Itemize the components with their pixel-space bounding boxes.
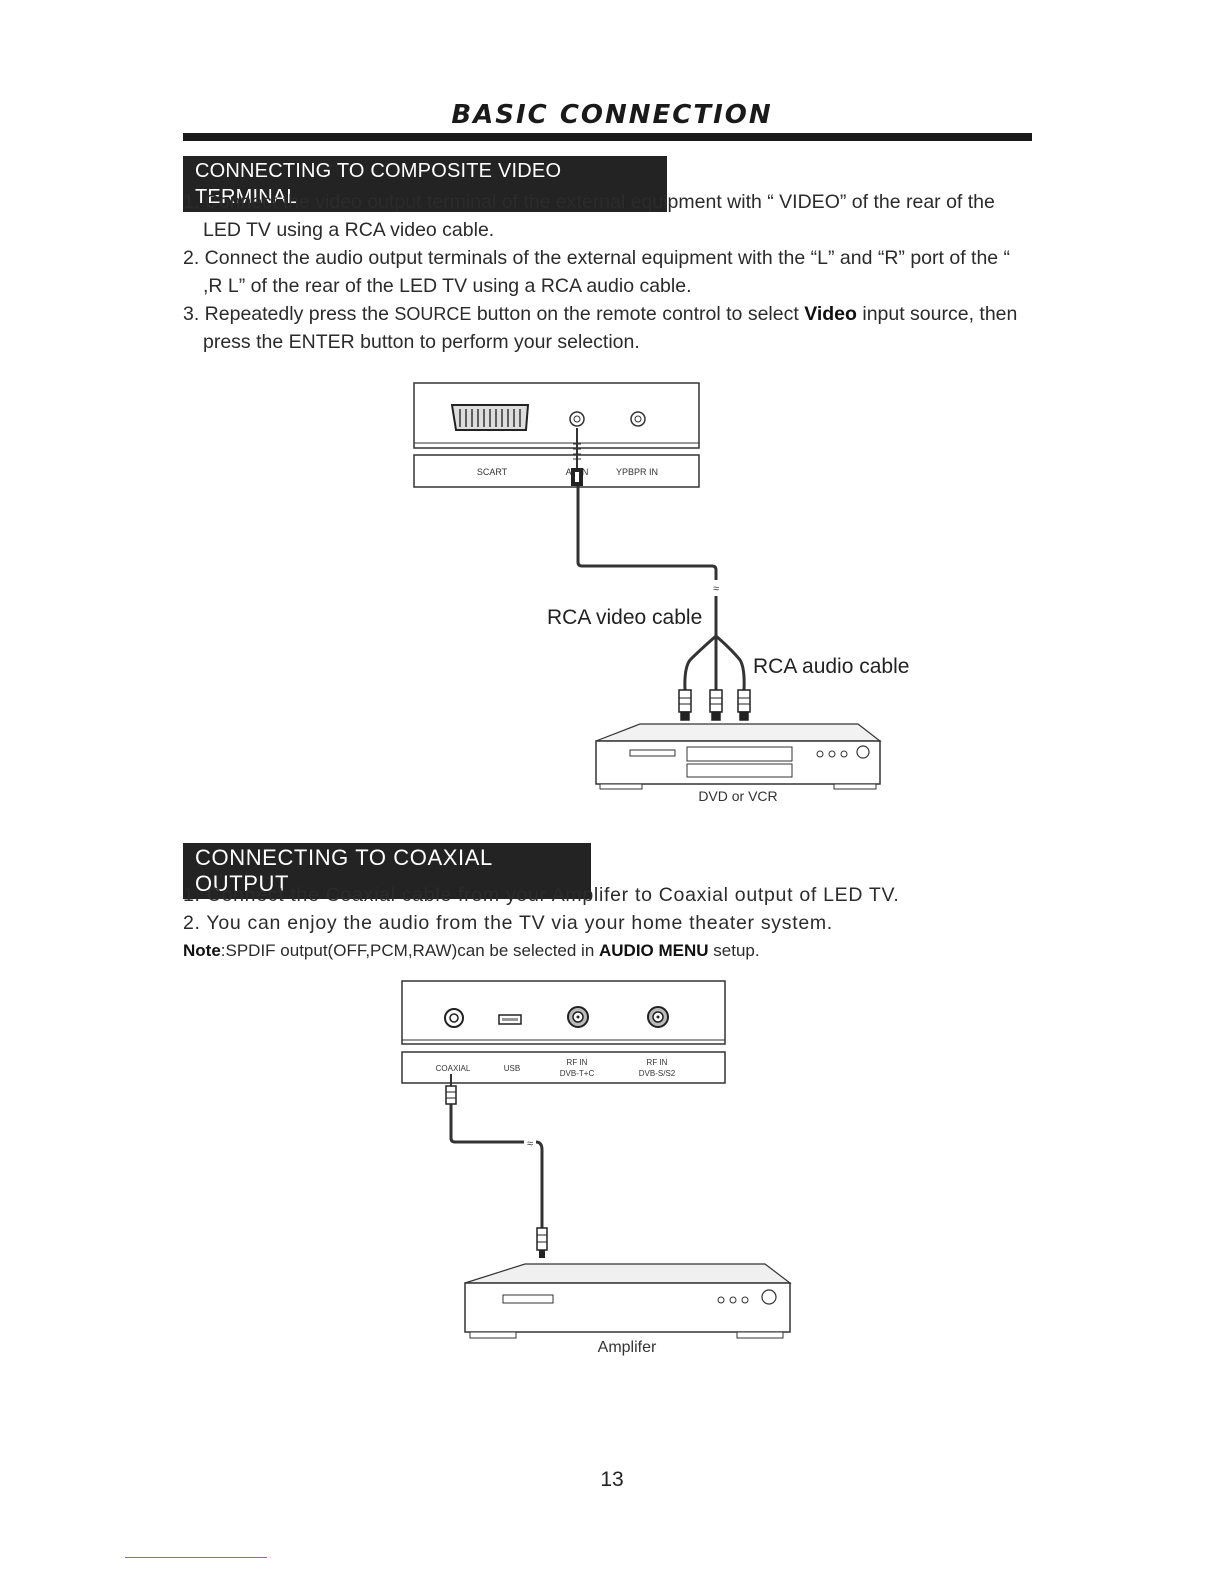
step-3-line-2: press the ENTER button to perform your s… bbox=[203, 331, 640, 353]
note-label: Note bbox=[183, 941, 221, 960]
tv-rear-panel-1: SCART AV IN YPBPR IN bbox=[413, 382, 700, 488]
coaxial-instructions: 1. Connect the Coaxial cable from your A… bbox=[183, 881, 1043, 965]
step-3-suffix: input source, then bbox=[856, 303, 1018, 325]
label-dvb-t-c: DVB-T+C bbox=[560, 1069, 595, 1078]
note-suffix: setup. bbox=[708, 941, 760, 960]
rca-triple-plugs-icon bbox=[678, 689, 751, 721]
step-1-line-1: 1. Connect the video output terminal of … bbox=[183, 191, 995, 213]
page-number: 13 bbox=[600, 1468, 624, 1491]
tv-rear-panel-2: COAXIAL USB RF IN DVB-T+C RF IN DVB-S/S2 bbox=[401, 980, 726, 1084]
cable-break-icon: ≈ bbox=[713, 583, 719, 595]
step-2-line-1: 2. Connect the audio output terminals of… bbox=[183, 247, 1011, 269]
label-dvb-s-s2: DVB-S/S2 bbox=[639, 1069, 676, 1078]
label-usb: USB bbox=[504, 1064, 520, 1073]
step-3-prefix: 3. Repeatedly press the bbox=[183, 303, 395, 325]
label-amplifer: Amplifer bbox=[598, 1339, 657, 1356]
cable-break-icon-2: ≈ bbox=[527, 1138, 533, 1150]
label-rca-video-cable: RCA video cable bbox=[547, 606, 702, 629]
rf-in-dvb-t-jack-icon bbox=[567, 1006, 589, 1028]
amplifier-icon bbox=[464, 1263, 792, 1339]
step-2-line-2: ,R L” of the rear of the LED TV using a … bbox=[203, 275, 692, 297]
label-rca-audio-cable: RCA audio cable bbox=[753, 655, 909, 678]
step-1-line-2: LED TV using a RCA video cable. bbox=[203, 219, 495, 241]
rf-in-dvb-s-jack-icon bbox=[647, 1006, 669, 1028]
ypbpr-jack-icon bbox=[630, 411, 646, 427]
step-3-video: Video bbox=[804, 303, 857, 325]
dvd-player-icon bbox=[595, 723, 882, 790]
label-ypbpr-in: YPBPR IN bbox=[616, 467, 658, 477]
footer-line bbox=[125, 1557, 267, 1558]
usb-port-icon bbox=[498, 1014, 522, 1025]
av-in-jack-icon bbox=[569, 411, 585, 427]
page-title: BASIC CONNECTION bbox=[451, 100, 773, 130]
section-heading-composite: CONNECTING TO COMPOSITE VIDEO TERMINAL bbox=[183, 156, 667, 212]
scart-connector-icon bbox=[450, 404, 530, 431]
label-rf-in-1: RF IN bbox=[567, 1058, 588, 1067]
note-text: :SPDIF output(OFF,PCM,RAW)can be selecte… bbox=[220, 941, 599, 960]
coaxial-step-1: 1. Connect the Coaxial cable from your A… bbox=[183, 884, 900, 906]
label-dvd-or-vcr: DVD or VCR bbox=[698, 788, 777, 804]
title-rule bbox=[183, 133, 1032, 141]
step-3-mid: button on the remote control to select bbox=[471, 303, 805, 325]
step-3-line-1: 3. Repeatedly press the SOURCE button on… bbox=[183, 300, 1043, 328]
coaxial-jack-icon bbox=[444, 1008, 464, 1028]
coaxial-plug-amp-icon bbox=[536, 1227, 548, 1258]
label-rf-in-2: RF IN bbox=[647, 1058, 668, 1067]
note-audio-menu: AUDIO MENU bbox=[599, 941, 709, 960]
coaxial-note: Note:SPDIF output(OFF,PCM,RAW)can be sel… bbox=[183, 937, 1043, 965]
label-coaxial: COAXIAL bbox=[436, 1064, 471, 1073]
section-heading-coaxial: CONNECTING TO COAXIAL OUTPUT bbox=[183, 843, 591, 899]
step-3-source: SOURCE bbox=[394, 304, 472, 324]
coaxial-step-2: 2. You can enjoy the audio from the TV v… bbox=[183, 912, 833, 934]
label-scart: SCART bbox=[477, 467, 508, 477]
composite-instructions: 1. Connect the video output terminal of … bbox=[183, 188, 1043, 356]
rca-plug-icon bbox=[571, 428, 583, 486]
